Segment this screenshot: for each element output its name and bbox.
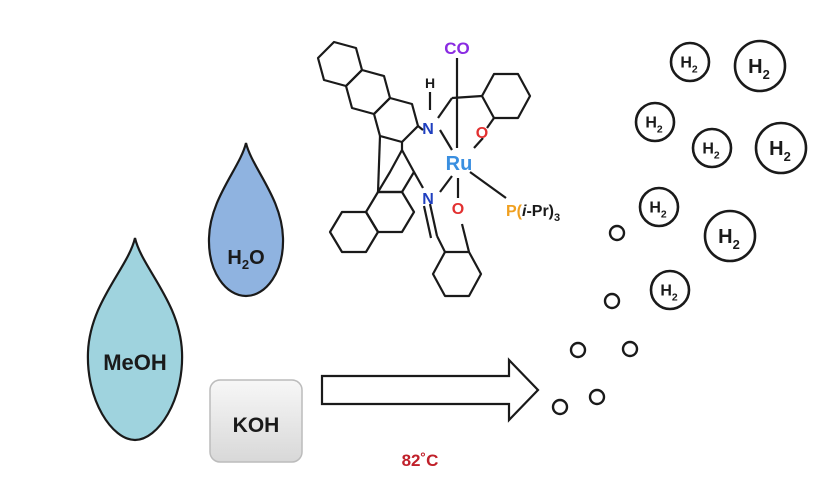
h2-label: H2 (718, 226, 740, 252)
gas-bubble (569, 341, 587, 359)
gas-bubble (621, 340, 639, 358)
h2-label: H2 (702, 141, 720, 162)
lower-oxygen-label: O (452, 201, 464, 218)
meoh-label: MeOH (103, 350, 167, 375)
h2-label: H2 (680, 55, 698, 76)
gas-bubble (551, 398, 569, 416)
h2-bubble-outline (703, 209, 757, 263)
h2-molecule-bubble: H2 (733, 39, 787, 93)
h2-bubble-outline (691, 127, 733, 169)
lower-aryl-ring-2 (364, 190, 416, 234)
h2-label: H2 (660, 283, 678, 304)
water-label: H2O (227, 247, 264, 272)
co-ligand-label: CO (444, 39, 470, 58)
water-droplet: H2O (207, 142, 285, 298)
upper-aryl-ring-3 (372, 96, 420, 144)
ruthenium-catalyst-structure (316, 40, 532, 298)
phosphine-label: P(i-Pr)3 (506, 203, 560, 224)
h2-molecule-bubble: H2 (754, 121, 808, 175)
upper-oxygen-label: O (476, 125, 488, 142)
h2-molecule-bubble: H2 (669, 41, 711, 83)
koh-label: KOH (233, 414, 280, 437)
temperature-label: 82˚C (402, 451, 439, 470)
reaction-arrow (320, 357, 540, 423)
h2-bubble-outline (638, 186, 680, 228)
imine-n-label: N (422, 191, 434, 208)
meoh-droplet: MeOH (86, 237, 184, 442)
h2-molecule-bubble: H2 (634, 101, 676, 143)
upper-phenoxy-ring (480, 72, 532, 120)
amine-h-label: H (425, 75, 435, 91)
h2-bubble-outline (754, 121, 808, 175)
h2-label: H2 (748, 56, 770, 82)
h2-molecule-bubble: H2 (691, 127, 733, 169)
amine-n-label: N (422, 121, 434, 138)
gas-bubble (603, 292, 621, 310)
h2-bubble-outline (733, 39, 787, 93)
h2-label: H2 (649, 200, 667, 221)
lower-aryl-ring-3 (376, 148, 416, 194)
gas-bubbles (551, 224, 639, 416)
h2-label: H2 (769, 138, 791, 164)
h2-label: H2 (645, 115, 663, 136)
lower-phenoxy-ring (431, 250, 483, 298)
h2-bubble-outline (669, 41, 711, 83)
upper-aryl-ring-1 (316, 40, 364, 88)
h2-bubble-outline (634, 101, 676, 143)
h2-molecule-bubble: H2 (638, 186, 680, 228)
h2-molecule-bubble: H2 (703, 209, 757, 263)
koh-pellet: KOH (209, 379, 303, 463)
gas-bubble (588, 388, 606, 406)
upper-aryl-ring-2 (344, 68, 392, 116)
h2-molecule-bubble: H2 (649, 269, 691, 311)
ruthenium-label: Ru (446, 153, 473, 175)
h2-bubble-outline (649, 269, 691, 311)
gas-bubble (608, 224, 626, 242)
